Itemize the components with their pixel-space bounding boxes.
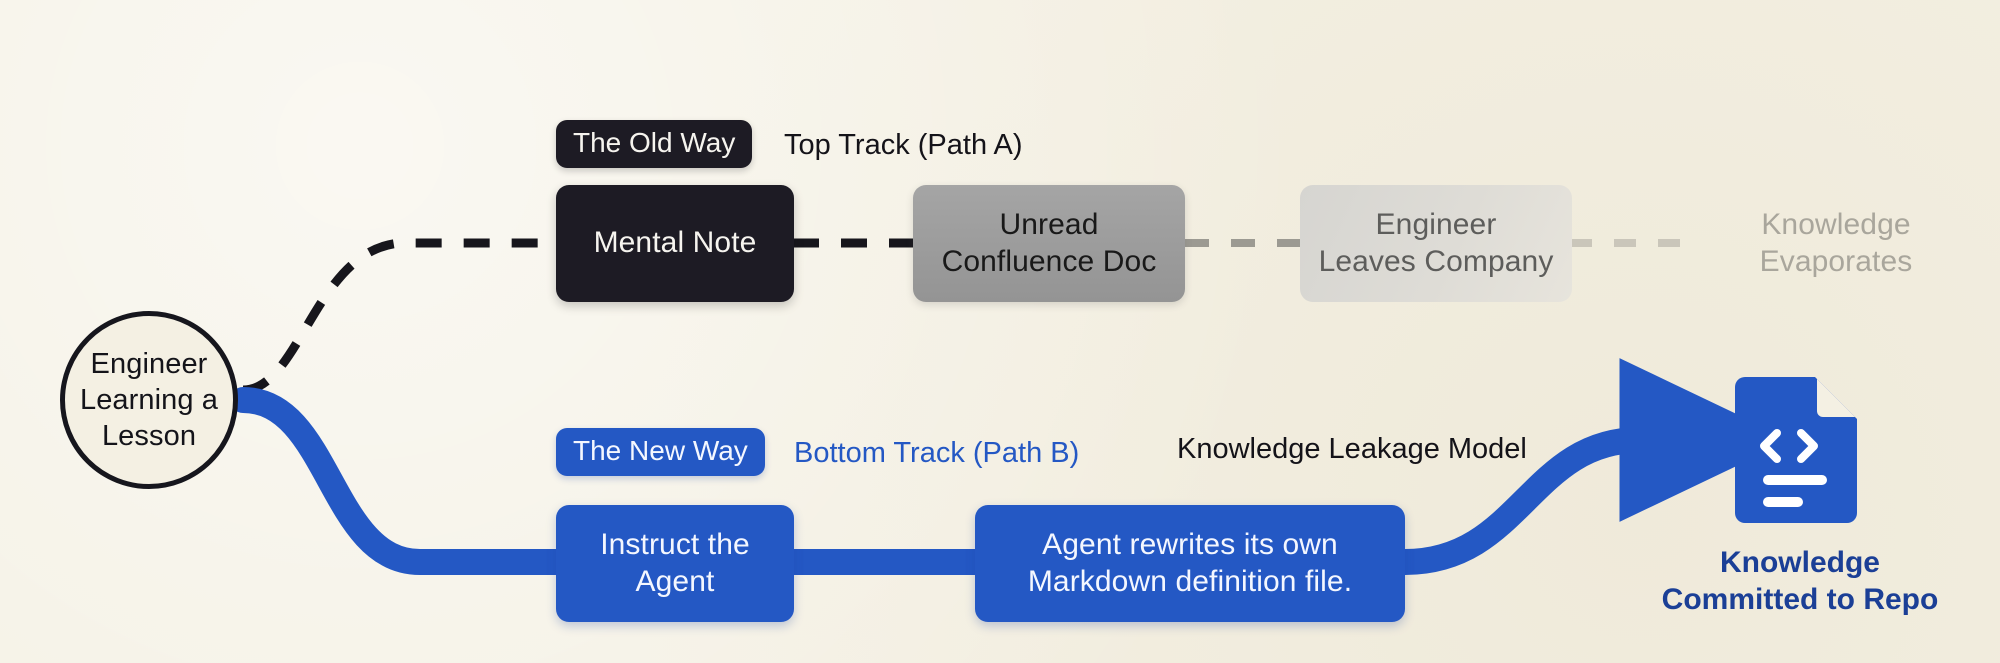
- badge-the-old-way[interactable]: The Old Way: [556, 120, 753, 169]
- node-mental-note[interactable]: Mental Note: [556, 185, 794, 302]
- node-engineer-leaves-line-2: Leaves Company: [1318, 244, 1554, 278]
- node-confluence-line-2: Confluence Doc: [941, 244, 1157, 278]
- node-mental-note-label: Mental Note: [593, 226, 757, 260]
- badge-the-new-way[interactable]: The New Way: [556, 428, 765, 477]
- node-engineer-leaves-company-label: Engineer Leaves Company: [1319, 207, 1554, 281]
- node-engineer-leaves-company[interactable]: Engineer Leaves Company: [1300, 185, 1572, 302]
- node-engineer-leaves-line-1: Engineer: [1375, 207, 1497, 241]
- node-evaporates-line-2: Evaporates: [1759, 244, 1913, 278]
- node-knowledge-evaporates-label: Knowledge Evaporates: [1760, 207, 1913, 281]
- node-instruct-line-1: Instruct the: [600, 527, 750, 561]
- label-top-track-title: Top Track (Path A): [784, 129, 1023, 161]
- connector-origin-to-mental-note: [242, 238, 556, 395]
- origin-label-line-3: Lesson: [101, 420, 197, 453]
- node-rewrites-line-1: Agent rewrites its own: [1042, 527, 1338, 561]
- repo-caption-line-2: Committed to Repo: [1661, 582, 1939, 616]
- node-unread-confluence-doc[interactable]: Unread Confluence Doc: [913, 185, 1185, 302]
- origin-label-line-2: Learning a: [79, 383, 219, 416]
- node-unread-confluence-doc-label: Unread Confluence Doc: [942, 207, 1157, 281]
- label-knowledge-leakage-model: Knowledge Leakage Model: [1177, 433, 1527, 465]
- node-instruct-the-agent[interactable]: Instruct the Agent: [556, 505, 794, 622]
- node-evaporates-line-1: Knowledge: [1761, 207, 1911, 241]
- node-instruct-line-2: Agent: [635, 564, 715, 598]
- connector-rewrites-to-repo: [1404, 358, 1792, 575]
- origin-node-engineer-learning[interactable]: Engineer Learning a Lesson: [60, 311, 238, 489]
- node-agent-rewrites-markdown-label: Agent rewrites its own Markdown definiti…: [1028, 527, 1352, 601]
- repo-caption-line-1: Knowledge: [1719, 546, 1880, 579]
- node-confluence-line-1: Unread: [999, 207, 1099, 241]
- origin-node-label: Engineer Learning a Lesson: [80, 346, 218, 455]
- label-bottom-track-title: Bottom Track (Path B): [794, 437, 1080, 469]
- label-knowledge-committed-to-repo: Knowledge Committed to Repo: [1600, 545, 2000, 618]
- node-agent-rewrites-markdown[interactable]: Agent rewrites its own Markdown definiti…: [975, 505, 1405, 622]
- node-knowledge-evaporates: Knowledge Evaporates: [1700, 185, 1972, 302]
- connector-origin-to-instruct-agent: [230, 387, 573, 575]
- node-instruct-the-agent-label: Instruct the Agent: [600, 527, 750, 601]
- node-rewrites-line-2: Markdown definition file.: [1027, 564, 1353, 598]
- code-document-icon[interactable]: [1733, 375, 1859, 525]
- origin-label-line-1: Engineer: [90, 347, 208, 380]
